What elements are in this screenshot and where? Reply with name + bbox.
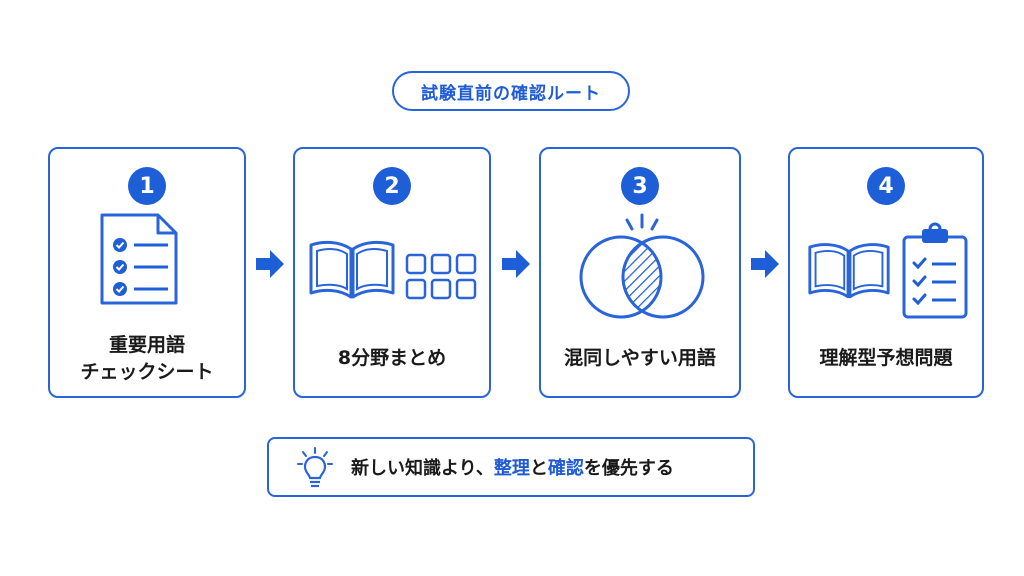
- step-number-badge-2: 2: [373, 167, 411, 205]
- step-card-1: 1 重要用語 チェックシート: [48, 147, 246, 398]
- open-book-icon: [309, 240, 395, 299]
- step-card-3: 3 混同しやすい用語: [539, 147, 741, 398]
- venn-overlap-icon: [579, 213, 705, 319]
- grid-icon: [405, 253, 477, 300]
- tip-box: 新しい知識より、整理と確認を優先する: [267, 437, 755, 497]
- step-card-4: 4 理解型予想問題: [788, 147, 984, 398]
- tip-text: 新しい知識より、整理と確認を優先する: [351, 439, 674, 495]
- open-book-icon: [808, 243, 890, 299]
- step-label-3: 混同しやすい用語: [564, 347, 716, 369]
- tip-highlight-kakunin: 確認: [547, 458, 584, 479]
- lightbulb-icon: [297, 447, 333, 488]
- step-number-badge-3: 3: [621, 167, 659, 205]
- clipboard-checklist-icon: [902, 222, 968, 319]
- step-number-badge-4: 4: [867, 167, 905, 205]
- route-title: 試験直前の確認ルート: [392, 71, 630, 111]
- checklist-document-icon: [100, 213, 178, 305]
- right-arrow-icon: [502, 250, 530, 278]
- step-label-4: 理解型予想問題: [819, 347, 953, 369]
- step-card-2: 2 8分野まとめ: [293, 147, 491, 398]
- step-label-2: 8分野まとめ: [337, 347, 447, 369]
- step-label-1: 重要用語 チェックシート: [80, 334, 214, 383]
- right-arrow-icon: [256, 250, 284, 278]
- right-arrow-icon: [751, 250, 779, 278]
- tip-highlight-seiri: 整理: [493, 458, 530, 479]
- step-number-badge-1: 1: [128, 167, 166, 205]
